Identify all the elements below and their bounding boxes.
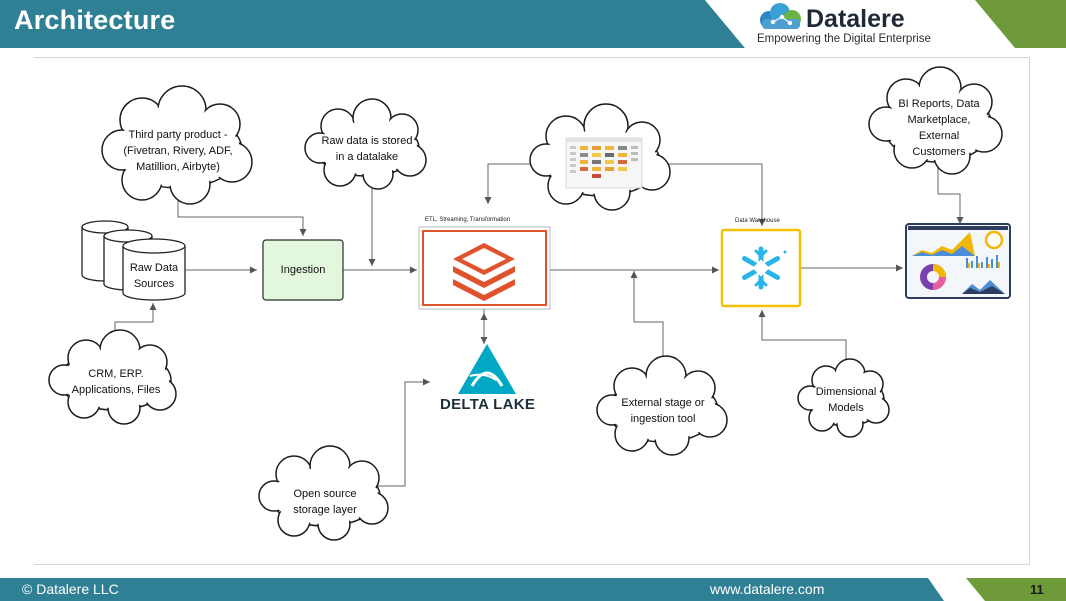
- page-number: 11: [1030, 582, 1044, 597]
- ingestion-box: [262, 239, 344, 301]
- delta-lake-label: DELTA LAKE: [440, 396, 536, 413]
- page-title: Architecture: [14, 5, 176, 35]
- callout-raw-datalake: Raw data is stored in a datalake: [321, 135, 413, 163]
- ingestion-label: Ingestion: [280, 264, 326, 276]
- footer-url: www.datalere.com: [710, 581, 825, 597]
- footer-copyright: © Datalere LLC: [22, 581, 119, 597]
- callout-third-party: Third party product - (Fivetran, Rivery,…: [123, 129, 233, 173]
- datalere-logo-icon: [760, 3, 801, 29]
- bi-dashboard-icon: [905, 223, 1011, 299]
- callout-external-stage: External stage or ingestion tool: [621, 397, 705, 425]
- database-icon: [81, 220, 186, 301]
- callout-open-source: Open source storage layer: [293, 488, 357, 516]
- raw-data-sources-label: Raw Data Sources: [129, 262, 179, 290]
- databricks-logo-icon: [453, 243, 515, 301]
- brand-tagline: Empowering the Digital Enterprise: [757, 33, 931, 45]
- databricks-box: [418, 226, 551, 310]
- callout-crm: CRM, ERP. Applications, Files: [71, 368, 161, 396]
- brand-name: Datalere: [806, 5, 905, 33]
- etl-label: ETL, Streaming, Transformation: [425, 217, 511, 223]
- delta-lake-logo-icon: [458, 344, 516, 394]
- footer-bar: [0, 578, 1066, 601]
- connectors: [114, 163, 964, 487]
- workflow-screenshot-thumbnail: [565, 137, 643, 189]
- warehouse-label: Data Warehouse: [735, 218, 780, 224]
- content-frame: [34, 57, 1030, 565]
- callout-dimensional: Dimensional Models: [815, 386, 877, 414]
- callout-bi-reports: BI Reports, Data Marketplace, External C…: [898, 98, 980, 158]
- snowflake-box: [720, 228, 802, 308]
